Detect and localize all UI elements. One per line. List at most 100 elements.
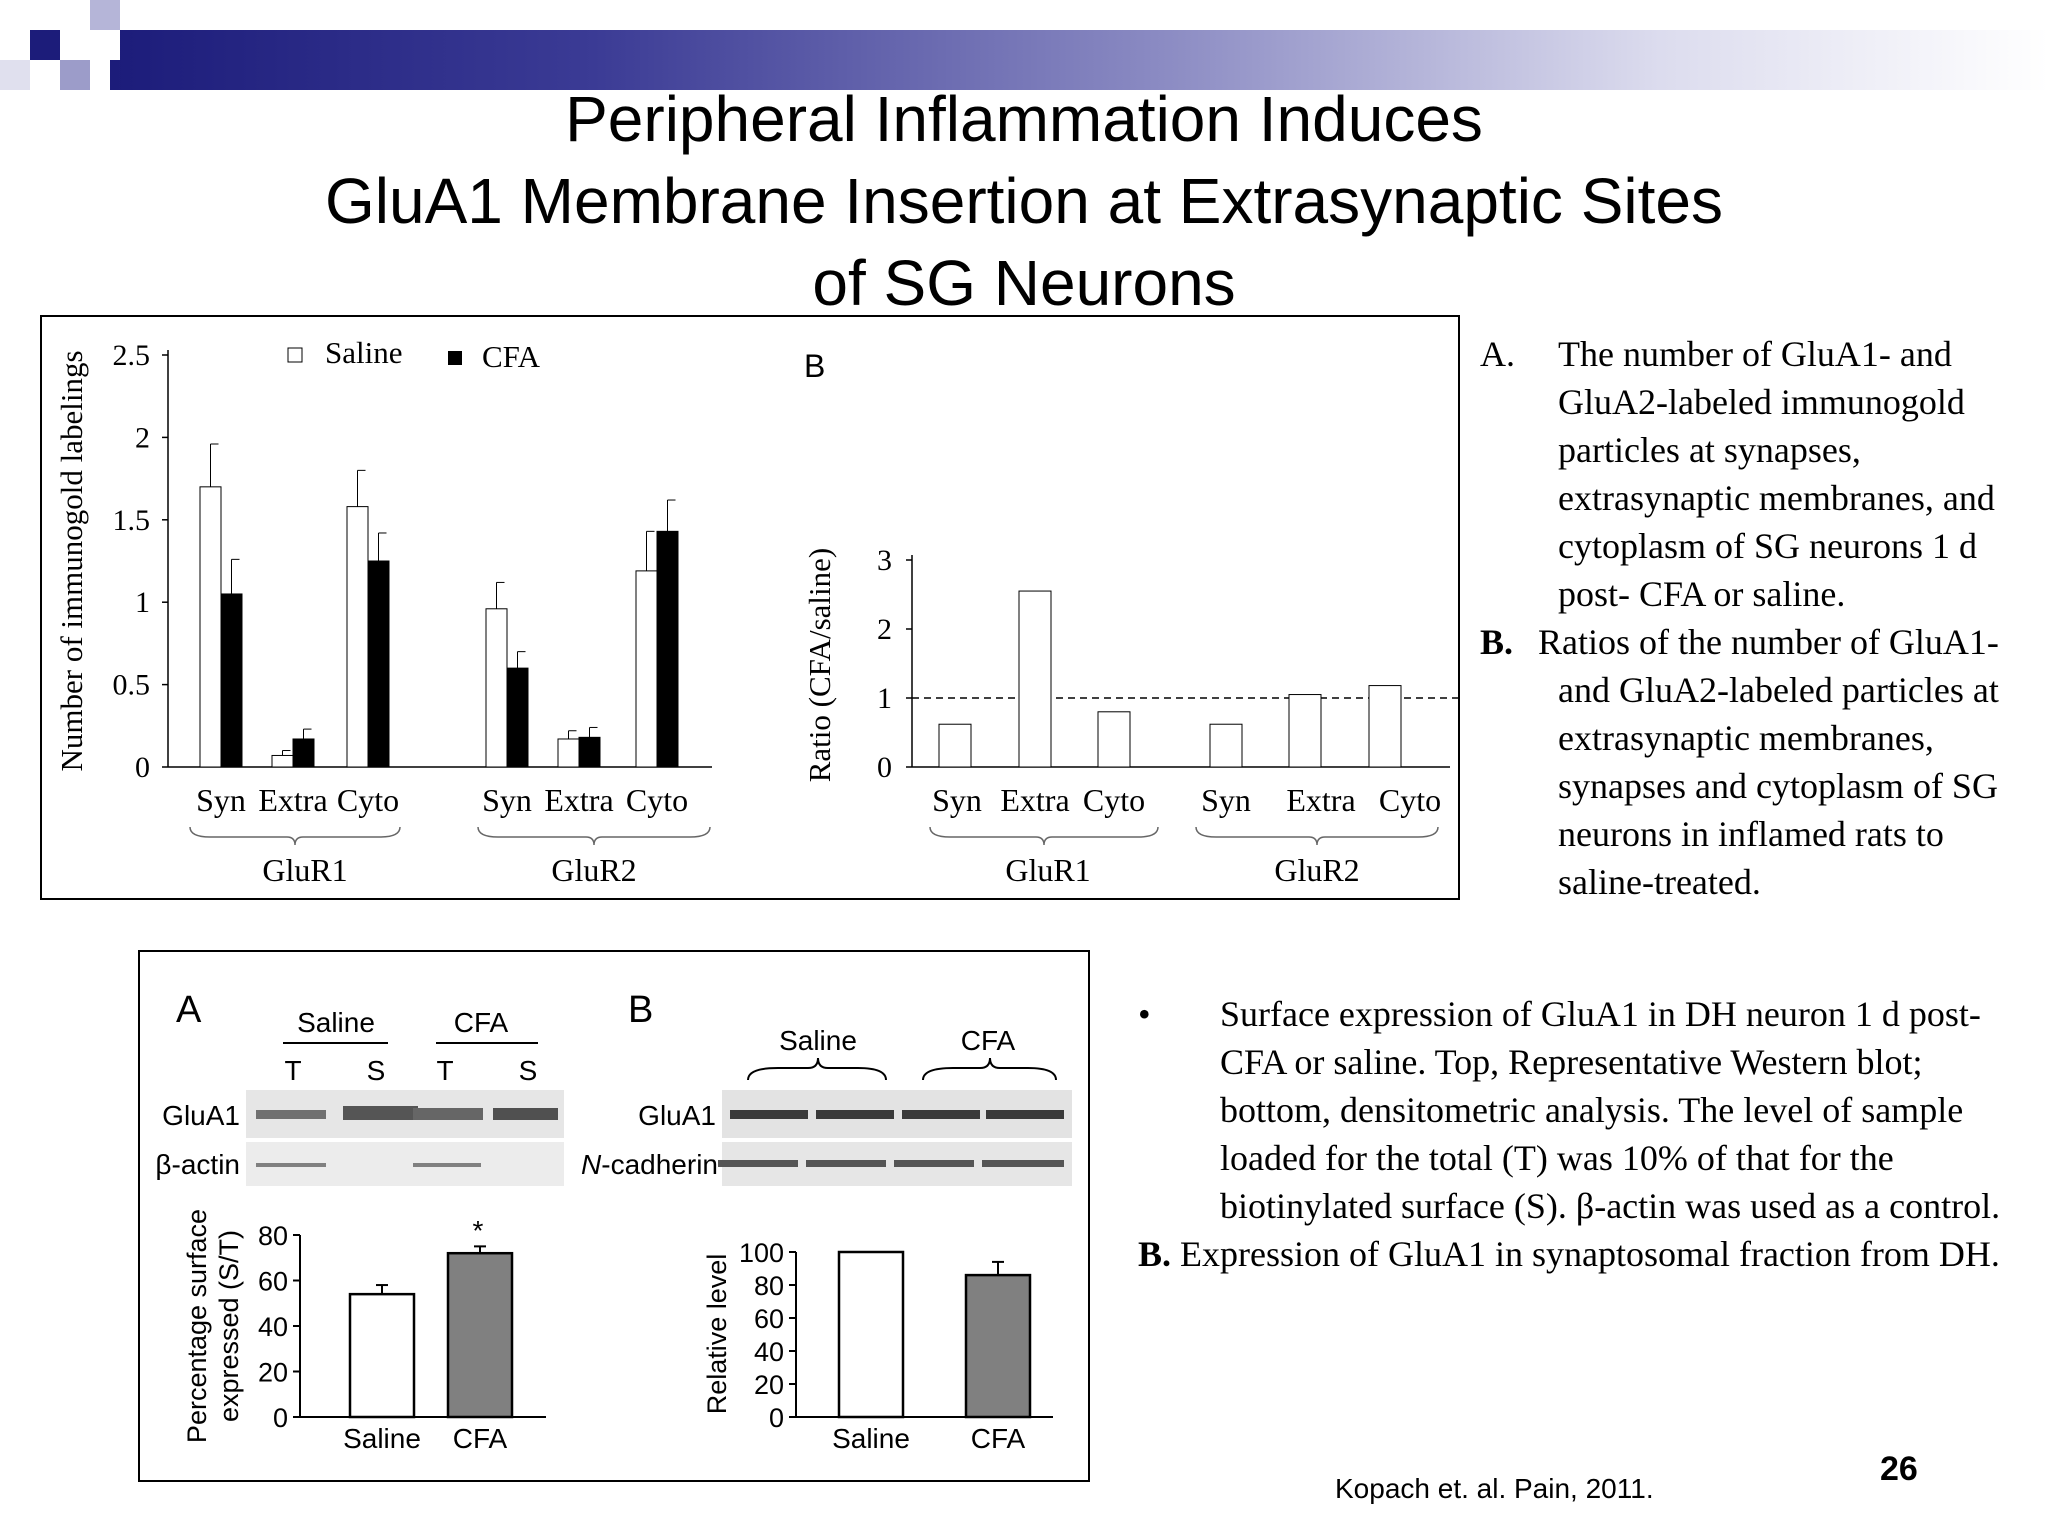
blot-band [413, 1108, 483, 1120]
desc-a-marker: A. [1480, 334, 1515, 374]
y-axis-label: expressed (S/T) [214, 1230, 244, 1422]
y-tick-label: 2.5 [113, 339, 151, 372]
header-square [60, 60, 90, 90]
bar-cfa [506, 667, 529, 768]
blot-band [806, 1160, 886, 1167]
bar-ratio [1097, 711, 1131, 768]
bar-cfa [656, 530, 679, 768]
x-tick-label: Syn [196, 782, 246, 818]
blot-a-lane: S [519, 1055, 538, 1086]
blot-band [413, 1163, 481, 1167]
legend-label-cfa: CFA [482, 339, 541, 374]
y-tick-label: 80 [258, 1221, 288, 1251]
blot-band [343, 1106, 418, 1120]
bar-cfa [964, 1273, 1032, 1419]
x-tick-label: Syn [482, 782, 532, 818]
bar-saline [485, 608, 508, 768]
bullet-marker: • [1138, 994, 1151, 1034]
y-tick-label: 3 [877, 544, 892, 577]
blot-a-row-actin: β-actin [155, 1149, 240, 1180]
bar-cfa [292, 738, 315, 768]
y-tick-label: 40 [754, 1337, 784, 1367]
y-tick-label: 20 [754, 1370, 784, 1400]
group-brace [477, 826, 711, 846]
blot-band [986, 1110, 1064, 1119]
bar-saline [635, 570, 658, 768]
blot-band [256, 1110, 326, 1119]
top-description: A. The number of GluA1- and GluA2-labeled… [1480, 330, 2048, 906]
desc-bottom-b-marker: B. [1138, 1234, 1172, 1274]
desc-a: A. The number of GluA1- and GluA2-labeled… [1480, 330, 2048, 618]
y-tick-label: 60 [258, 1267, 288, 1297]
blot-band [718, 1160, 798, 1167]
citation: Kopach et. al. Pain, 2011. [1335, 1473, 1654, 1504]
group-label: GluR1 [1005, 852, 1090, 888]
x-tick-label: Cyto [337, 782, 399, 818]
desc-bottom-b-text: Expression of GluA1 in synaptosomal frac… [1180, 1234, 2000, 1274]
x-tick-label: Extra [1286, 782, 1355, 818]
cadherin-rest: -cadherin [601, 1149, 718, 1180]
group-brace [189, 826, 401, 846]
y-tick-label: 60 [754, 1304, 784, 1334]
bar-ratio [938, 723, 972, 768]
group-label: GluR2 [551, 852, 636, 888]
desc-b-marker: B. [1480, 622, 1514, 662]
blot-a-lane: T [436, 1055, 453, 1086]
significance-annotation: * [473, 1215, 484, 1246]
group-brace [1195, 826, 1439, 846]
title-line: of SG Neurons [812, 247, 1236, 319]
desc-bullet: •Surface expression of GluA1 in DH neuro… [1138, 990, 2018, 1230]
y-tick-label: 100 [739, 1238, 784, 1268]
y-tick-label: 2 [877, 613, 892, 646]
desc-a-text: The number of GluA1- and GluA2-labeled i… [1558, 334, 1995, 614]
y-tick-label: 80 [754, 1271, 784, 1301]
bar-cfa [446, 1251, 514, 1419]
y-tick-label: 0 [877, 751, 892, 784]
group-label: GluR2 [1274, 852, 1359, 888]
slide-title: Peripheral Inflammation Induces GluA1 Me… [0, 78, 2048, 324]
bar-ratio [1018, 590, 1052, 768]
blot-band [816, 1110, 894, 1119]
x-tick-label: Cyto [1083, 782, 1145, 818]
header-square [30, 30, 60, 60]
x-tick-label: Saline [343, 1423, 421, 1454]
header-square [90, 0, 120, 30]
group-brace [929, 826, 1159, 846]
x-tick-label: Cyto [1379, 782, 1441, 818]
legend-swatch-saline [287, 347, 303, 363]
x-tick-label: Syn [932, 782, 982, 818]
y-tick-label: 1 [877, 682, 892, 715]
header-gradient-bar [110, 30, 2048, 90]
blot-band [493, 1108, 558, 1120]
x-tick-label: Extra [258, 782, 327, 818]
bar-ratio [1368, 685, 1402, 768]
desc-b: B.Ratios of the number of GluA1- and Glu… [1480, 618, 2048, 906]
bar-saline [348, 1292, 416, 1419]
cadherin-n: N [581, 1149, 602, 1180]
bar-saline [199, 486, 222, 768]
blot-b-group-saline: Saline [779, 1025, 857, 1056]
y-axis-label: Percentage surface [182, 1209, 212, 1443]
blot-b-label: B [628, 989, 653, 1031]
blot-b-cfa-brace [922, 1057, 1057, 1081]
bottom-description: •Surface expression of GluA1 in DH neuro… [1138, 990, 2018, 1278]
y-axis-label: Relative level [702, 1254, 732, 1415]
blot-band [982, 1160, 1064, 1167]
x-tick-label: Saline [832, 1423, 910, 1454]
blot-b-saline-brace [747, 1057, 887, 1081]
y-tick-label: 40 [258, 1312, 288, 1342]
x-tick-label: Cyto [626, 782, 688, 818]
y-axis-label: Number of immunogold labelings [54, 350, 89, 771]
title-line: Peripheral Inflammation Induces [565, 83, 1483, 155]
bar-cfa [367, 560, 390, 768]
y-tick-label: 0.5 [113, 669, 151, 702]
desc-bottom-b: B. Expression of GluA1 in synaptosomal f… [1138, 1230, 2018, 1278]
panel-label: B [804, 348, 825, 384]
bar-saline [557, 738, 580, 768]
blot-a-group-cfa: CFA [454, 1007, 509, 1038]
y-tick-label: 0 [135, 751, 150, 784]
blot-a-row-gluA1: GluA1 [162, 1100, 240, 1131]
